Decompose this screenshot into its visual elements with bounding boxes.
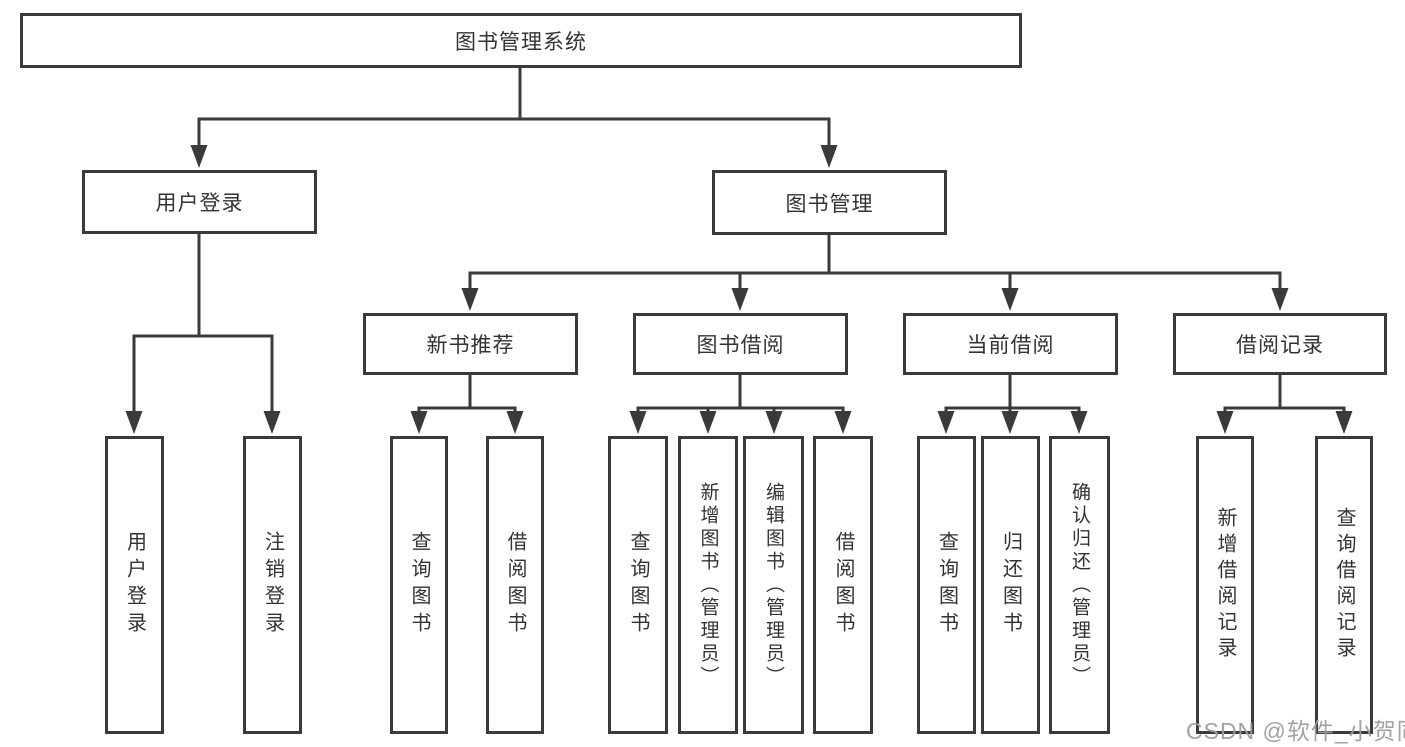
leaf-add-book-admin: 新增图书（管理员） [678, 436, 738, 734]
leaf-return-book: 归还图书 [981, 436, 1040, 734]
leaf-user-login: 用户登录 [105, 436, 164, 734]
node-label: 归还图书 [999, 531, 1022, 639]
leaf-confirm-return-admin: 确认归还（管理员） [1049, 436, 1110, 734]
node-label: 查询借阅记录 [1333, 507, 1355, 663]
node-label: 注销登录 [261, 531, 284, 639]
node-label: 用户登录 [155, 192, 244, 215]
leaf-edit-book-admin: 编辑图书（管理员） [743, 436, 804, 734]
node-current-borrow: 当前借阅 [903, 313, 1118, 375]
leaf-logout-login: 注销登录 [243, 436, 302, 734]
node-label: 借阅图书 [832, 531, 854, 639]
node-label: 查询图书 [935, 531, 958, 639]
leaf-query-book-2: 查询图书 [608, 436, 668, 734]
node-book-borrow: 图书借阅 [633, 313, 848, 375]
node-label: 编辑图书（管理员） [763, 481, 784, 689]
node-label: 新增借阅记录 [1214, 507, 1236, 663]
node-library-system: 图书管理系统 [20, 13, 1022, 68]
node-label: 图书管理 [785, 192, 874, 216]
node-user-login: 用户登录 [82, 170, 317, 234]
node-new-book-recommend: 新书推荐 [363, 313, 578, 375]
leaf-query-borrow-record: 查询借阅记录 [1315, 436, 1373, 734]
node-label: 当前借阅 [966, 334, 1055, 357]
leaf-query-book-3: 查询图书 [917, 436, 976, 734]
node-label: 新书推荐 [426, 334, 515, 357]
node-label: 新增图书（管理员） [697, 481, 719, 689]
leaf-borrow-book-2: 借阅图书 [813, 436, 873, 734]
node-label: 用户登录 [123, 531, 146, 639]
node-label: 查询图书 [627, 531, 649, 639]
node-borrow-records: 借阅记录 [1173, 313, 1387, 375]
node-label: 借阅记录 [1236, 334, 1324, 357]
leaf-add-borrow-record: 新增借阅记录 [1196, 436, 1254, 734]
node-label: 图书借阅 [696, 334, 785, 357]
node-label: 图书管理系统 [455, 30, 587, 54]
leaf-borrow-book-1: 借阅图书 [486, 436, 544, 734]
node-book-management: 图书管理 [712, 170, 947, 235]
node-label: 确认归还（管理员） [1069, 481, 1090, 689]
watermark: CSDN @软件_小贺同学 [1186, 718, 1405, 744]
node-label: 查询图书 [408, 531, 430, 639]
node-label: 借阅图书 [504, 531, 526, 639]
leaf-query-book-1: 查询图书 [390, 436, 448, 734]
